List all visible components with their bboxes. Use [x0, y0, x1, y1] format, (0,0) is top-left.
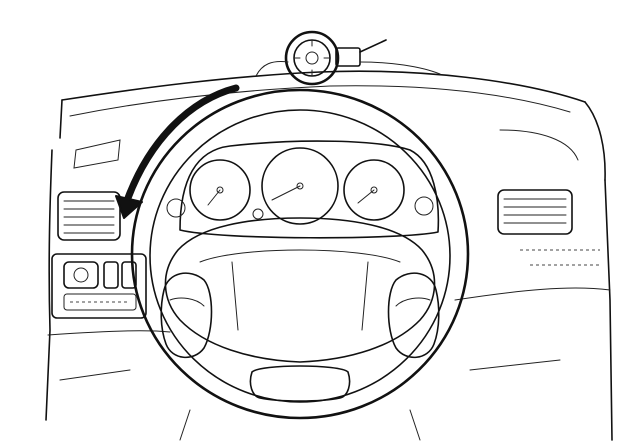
speedometer-gauge [261, 147, 339, 225]
switch-panel-icon [51, 253, 147, 319]
left-gauge [189, 159, 251, 221]
right-air-vent-icon [497, 189, 573, 235]
instrument-cluster-icon [166, 140, 440, 239]
left-air-vent-icon [57, 191, 121, 241]
steering-wheel-icon [130, 88, 470, 420]
right-gauge [343, 159, 405, 221]
dashboard-outline [45, 70, 613, 441]
ignition-key-icon [255, 30, 441, 86]
steering-column [179, 409, 421, 441]
rotation-arrow-icon [115, 84, 240, 219]
defrost-vent [73, 139, 121, 169]
